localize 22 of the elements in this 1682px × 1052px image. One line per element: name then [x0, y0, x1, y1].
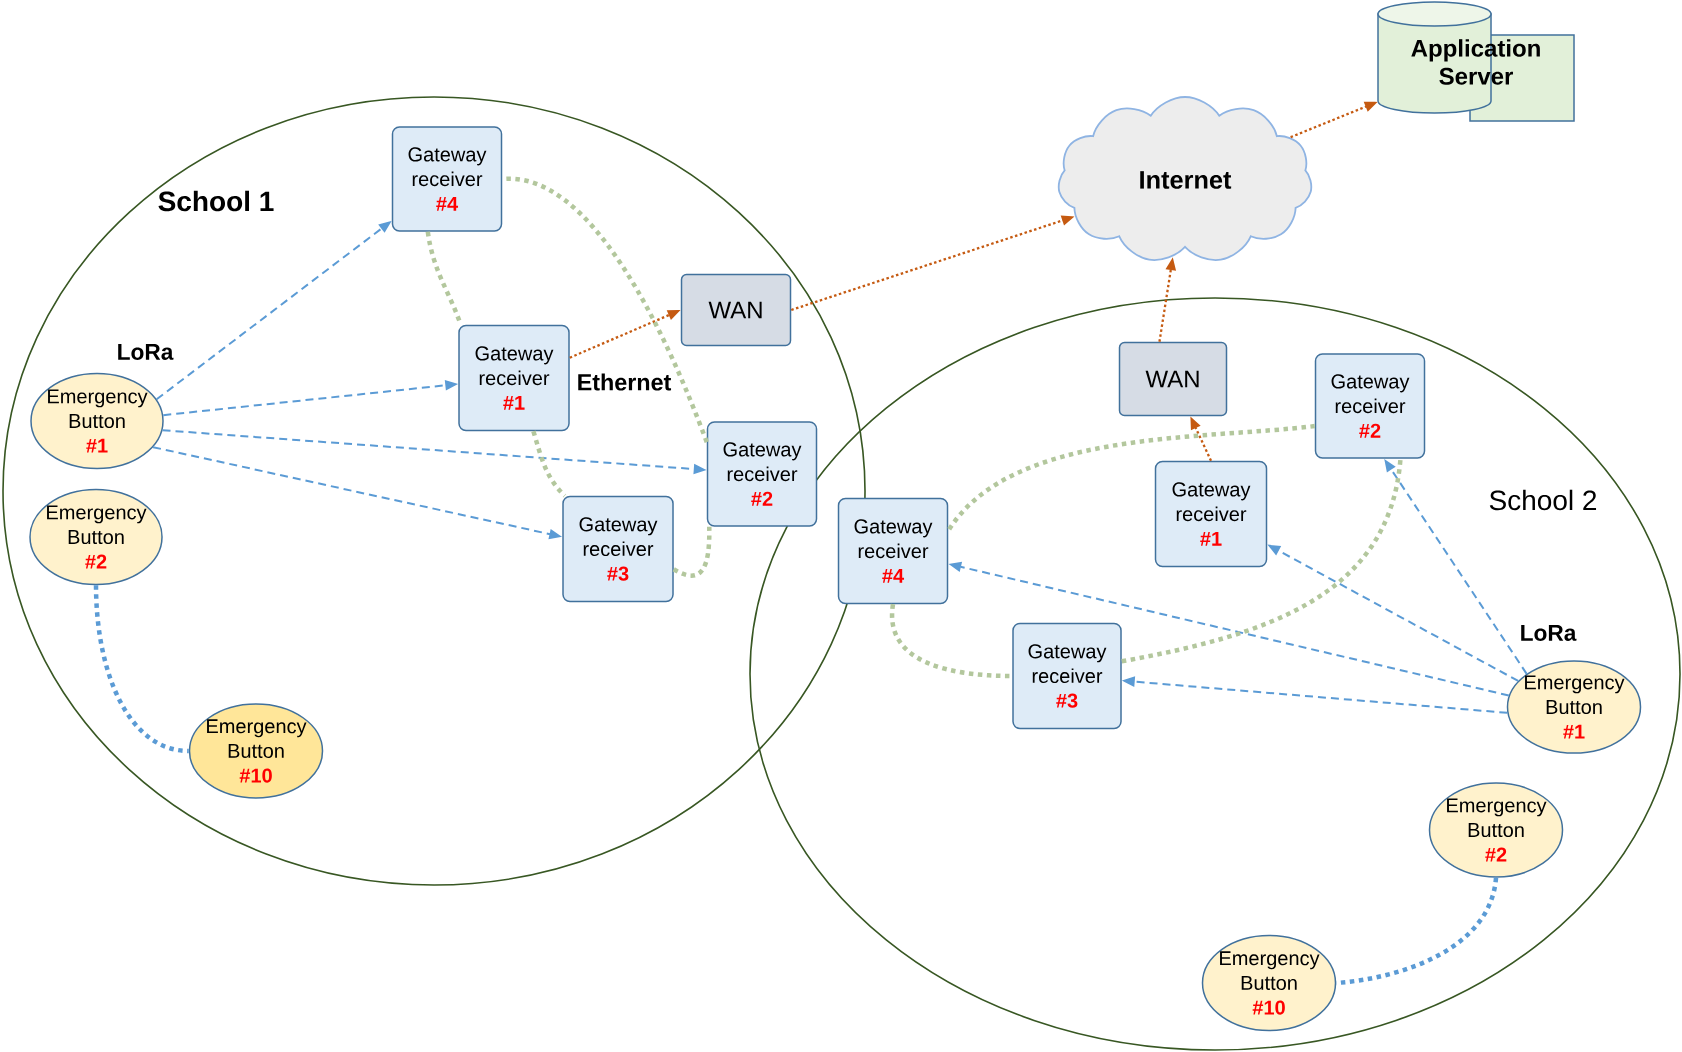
connector-line [531, 430, 567, 498]
region-label: School 1 [158, 190, 274, 212]
edge-label: Ethernet [578, 373, 672, 391]
connector-line [1121, 458, 1403, 664]
text-label: LoRa [1521, 625, 1577, 641]
connector-line [1336, 877, 1499, 986]
gateway-box: Gateway receiver #4 [837, 497, 949, 605]
gateway-box: Gateway receiver #4 [391, 126, 503, 232]
gateway-box: Gateway receiver #2 [1314, 353, 1426, 459]
region-label: School 2 [1489, 489, 1597, 511]
database-server: Application Server [1377, 1, 1575, 122]
gateway-box: Gateway receiver #1 [458, 324, 570, 432]
gateway-box: Gateway receiver #2 [706, 421, 818, 527]
network-box: WAN [1118, 341, 1228, 417]
gateway-box: Gateway receiver #3 [562, 495, 674, 603]
gateway-box: Gateway receiver #3 [1012, 622, 1122, 730]
network-box: WAN [680, 273, 792, 347]
gateway-box: Gateway receiver #1 [1154, 460, 1268, 568]
connector-line [672, 526, 712, 578]
connector-line [93, 585, 189, 754]
connector-line [946, 423, 1315, 533]
text-label: LoRa [118, 344, 174, 360]
